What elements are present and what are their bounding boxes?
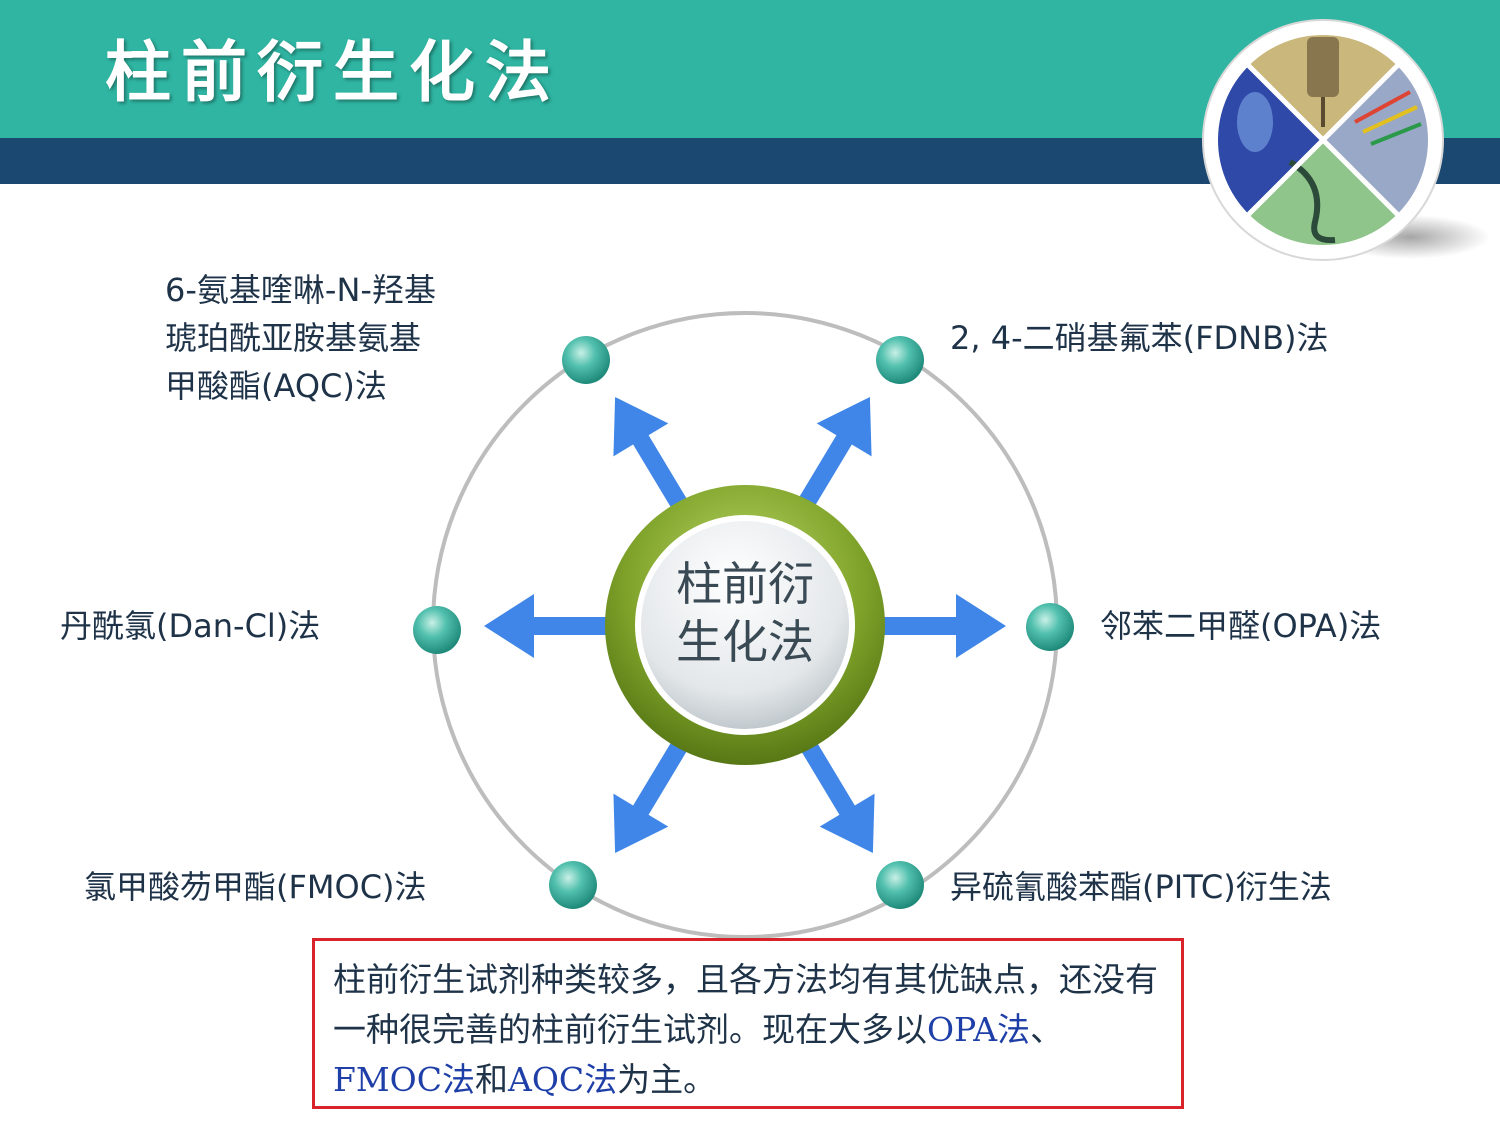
node-bottom-left xyxy=(549,861,597,909)
arrow-left xyxy=(484,594,610,658)
center-label-line1: 柱前衍 xyxy=(676,557,814,611)
center-label: 柱前衍 生化法 xyxy=(640,555,850,671)
method-label-dancl: 丹酰氯(Dan-Cl)法 xyxy=(60,607,321,645)
logo-badge xyxy=(1202,19,1490,261)
node-left xyxy=(413,606,461,654)
center-label-line2: 生化法 xyxy=(676,615,814,669)
method-label-fmoc: 氯甲酸芴甲酯(FMOC)法 xyxy=(84,868,427,906)
node-bottom-right xyxy=(876,861,924,909)
method-label-aqc: 6-氨基喹啉-N-羟基 琥珀酰亚胺基氨基 甲酸酯(AQC)法 xyxy=(165,271,436,405)
note-highlight-aqc: AQC法 xyxy=(508,1060,618,1099)
arrow-down-right xyxy=(800,740,875,854)
note-text: 柱前衍生试剂种类较多，且各方法均有其优缺点，还没有一种很完善的柱前衍生试剂。现在… xyxy=(333,955,1163,1105)
node-top-right xyxy=(876,336,924,384)
note-box: 柱前衍生试剂种类较多，且各方法均有其优缺点，还没有一种很完善的柱前衍生试剂。现在… xyxy=(312,938,1184,1109)
page-title: 柱前衍生化法 xyxy=(105,34,561,111)
note-highlight-fmoc: FMOC法 xyxy=(333,1060,475,1099)
method-label-fdnb: 2, 4-二硝基氟苯(FDNB)法 xyxy=(950,319,1329,357)
node-right xyxy=(1026,603,1074,651)
method-label-pitc: 异硫氰酸苯酯(PITC)衍生法 xyxy=(950,868,1332,906)
note-text-part1: 柱前衍生试剂种类较多，且各方法均有其优缺点，还没有一种很完善的柱前衍生试剂。现在… xyxy=(333,960,1158,1049)
arrow-down-left xyxy=(613,740,688,854)
arrow-right xyxy=(880,594,1006,658)
note-separator-2: 和 xyxy=(475,1060,508,1099)
arrow-up-left xyxy=(613,396,688,510)
note-highlight-opa: OPA法 xyxy=(927,1010,1031,1049)
node-top-left xyxy=(562,336,610,384)
center-hub-inner xyxy=(641,521,849,729)
note-text-part2: 为主。 xyxy=(617,1060,717,1099)
arrow-up-right xyxy=(797,396,872,510)
method-label-opa: 邻苯二甲醛(OPA)法 xyxy=(1100,607,1382,645)
note-separator-1: 、 xyxy=(1030,1010,1064,1049)
